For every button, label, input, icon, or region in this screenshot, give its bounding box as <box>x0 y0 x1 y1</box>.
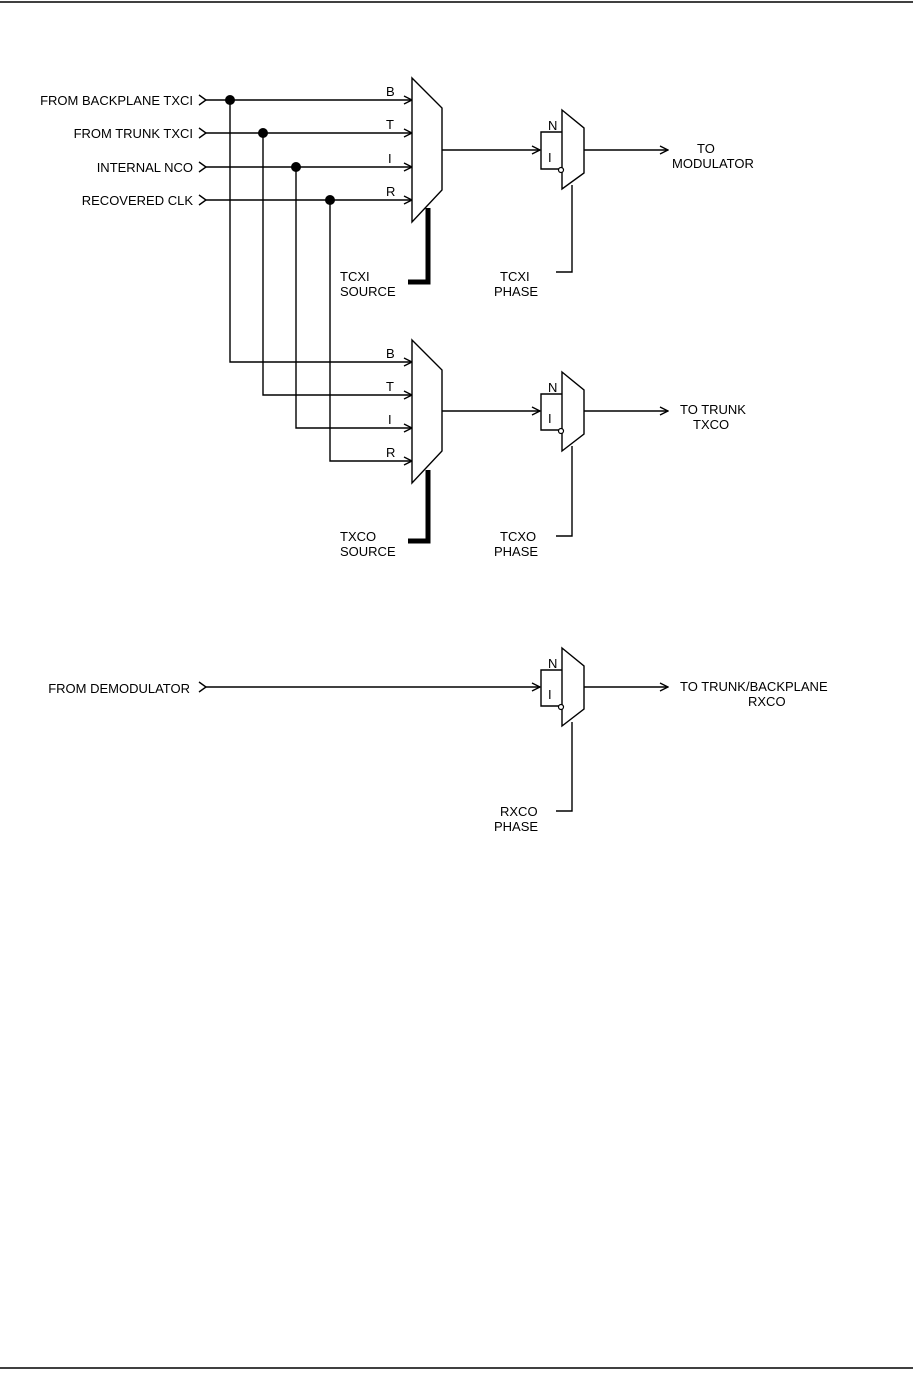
output-rxco-line1: TO TRUNK/BACKPLANE <box>680 679 828 694</box>
output-trunk-txco-line1: TO TRUNK <box>680 402 746 417</box>
mux2-port-r: R <box>386 445 395 460</box>
phase1-port-n: N <box>548 118 557 133</box>
input-label-recovered-clk: RECOVERED CLK <box>82 193 194 208</box>
output-trunk-txco-line2: TXCO <box>693 417 729 432</box>
txco-source-mux <box>412 340 442 483</box>
input-label-demodulator: FROM DEMODULATOR <box>48 681 190 696</box>
tcxi-source-mux <box>412 78 442 222</box>
mux2-port-t: T <box>386 379 394 394</box>
tcxo-phase-inverter-bubble <box>559 429 564 434</box>
tcxi-phase-label-line1: TCXI <box>500 269 530 284</box>
rxco-phase-control-line <box>556 722 572 811</box>
phase2-port-i: I <box>548 411 552 426</box>
rxco-phase-inverter-bubble <box>559 705 564 710</box>
tcxo-phase-label-line2: PHASE <box>494 544 538 559</box>
input-chevron-trunk <box>199 128 206 138</box>
tcxo-phase-mux <box>562 372 584 451</box>
phase1-port-i: I <box>548 150 552 165</box>
tcxi-phase-control-line <box>556 185 572 272</box>
wire-b-tap <box>230 100 412 362</box>
output-modulator-line2: MODULATOR <box>672 156 754 171</box>
tcxi-source-control-line <box>408 208 428 282</box>
input-chevron-recovered <box>199 195 206 205</box>
tcxi-source-label-line1: TCXI <box>340 269 370 284</box>
mux2-port-i: I <box>388 412 392 427</box>
txco-source-label-line2: SOURCE <box>340 544 396 559</box>
input-chevron-demod <box>199 682 206 692</box>
input-label-backplane-txci: FROM BACKPLANE TXCI <box>40 93 193 108</box>
tcxi-source-label-line2: SOURCE <box>340 284 396 299</box>
mux2-port-b: B <box>386 346 395 361</box>
input-chevron-backplane <box>199 95 206 105</box>
input-label-trunk-txci: FROM TRUNK TXCI <box>74 126 193 141</box>
mux1-port-i: I <box>388 151 392 166</box>
phase2-port-n: N <box>548 380 557 395</box>
phase3-port-n: N <box>548 656 557 671</box>
tcxo-phase-label-line1: TCXO <box>500 529 536 544</box>
rxco-phase-label-line2: PHASE <box>494 819 538 834</box>
phase3-port-i: I <box>548 687 552 702</box>
txco-source-control-line <box>408 470 428 541</box>
input-chevron-nco <box>199 162 206 172</box>
tcxi-phase-mux <box>562 110 584 189</box>
wire-r-tap <box>330 200 412 461</box>
tcxi-phase-inverter-bubble <box>559 168 564 173</box>
mux1-port-b: B <box>386 84 395 99</box>
output-rxco-line2: RXCO <box>748 694 786 709</box>
mux1-port-r: R <box>386 184 395 199</box>
tcxi-phase-label-line2: PHASE <box>494 284 538 299</box>
mux1-port-t: T <box>386 117 394 132</box>
tcxo-phase-control-line <box>556 446 572 536</box>
txco-source-label-line1: TXCO <box>340 529 376 544</box>
output-modulator-line1: TO <box>697 141 715 156</box>
input-label-internal-nco: INTERNAL NCO <box>97 160 193 175</box>
rxco-phase-label-line1: RXCO <box>500 804 538 819</box>
rxco-phase-mux <box>562 648 584 726</box>
